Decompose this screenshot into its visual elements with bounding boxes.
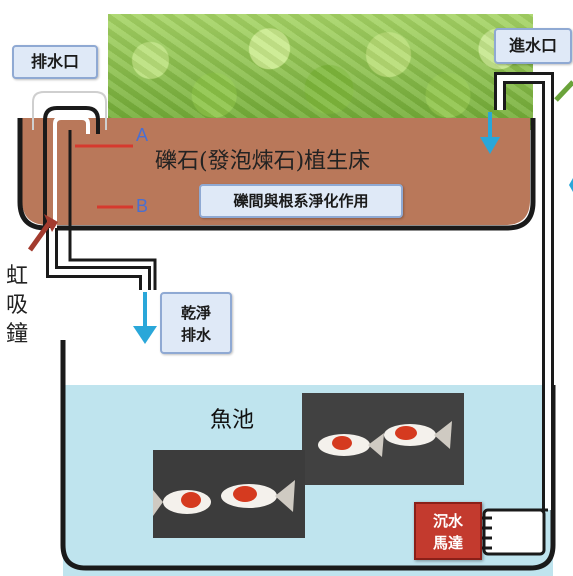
clean-drain-label: 乾淨 排水 (160, 292, 232, 354)
marker-a: A (136, 125, 149, 145)
grow-bed-wall (17, 118, 536, 231)
siphon-pipe-highlight (53, 116, 90, 230)
drain-pipe-inner (49, 228, 148, 290)
siphon-outer-pipe (43, 106, 100, 230)
koi-fish-icon (153, 450, 305, 538)
drain-standpipe (68, 130, 157, 290)
pump-intake-icon (480, 508, 546, 556)
fish-pond-label: 魚池 (210, 408, 255, 433)
grow-bed-title: 礫石(發泡煉石)植生床 (155, 149, 371, 174)
siphon-bell-dome (32, 91, 107, 130)
fish-pond-wall (60, 340, 556, 571)
inlet-arrow-icon (480, 112, 500, 154)
koi-photo-lower (153, 450, 305, 538)
pump-line2: 馬達 (432, 534, 463, 552)
submersible-pump-label: 沉水 馬達 (414, 502, 482, 560)
koi-fish-icon (302, 393, 464, 485)
down-arrow-icon (133, 292, 157, 344)
clean-drain-line2: 排水 (180, 326, 211, 344)
siphon-line2: 吸 (6, 293, 29, 318)
water-inlet-label: 進水口 (494, 28, 572, 64)
clean-drain-line1: 乾淨 (180, 304, 211, 322)
marker-b: B (136, 196, 149, 216)
siphon-bell-label: 虹 吸 鐘 (6, 262, 34, 349)
return-pipe-inner (497, 75, 551, 510)
koi-photo-upper (302, 393, 464, 485)
pump-line1: 沉水 (432, 512, 463, 530)
drain-outlet-label: 排水口 (12, 45, 98, 79)
lettuce-plants-image (108, 14, 533, 130)
siphon-line1: 虹 (6, 264, 29, 289)
grow-bed-media (22, 118, 530, 225)
side-arrow-icon (569, 178, 573, 192)
siphon-pointer-arrow (27, 214, 58, 252)
siphon-line3: 鐘 (6, 322, 29, 347)
purification-label: 礫間與根系淨化作用 (199, 184, 403, 218)
inlet-pointer-arrow (554, 80, 573, 102)
